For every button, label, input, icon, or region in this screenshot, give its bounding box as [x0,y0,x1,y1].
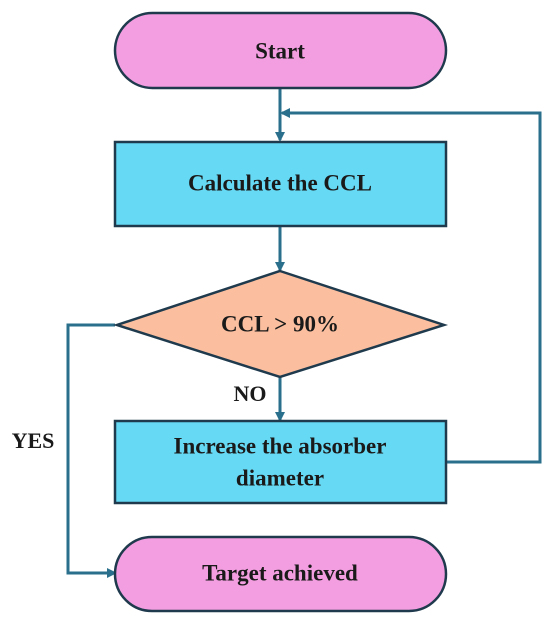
target-shape [113,535,448,613]
decision-label: CCL > 90% [221,311,339,336]
decision-node: CCL > 90% [112,269,449,379]
increase-shape [113,419,448,505]
increase-label-line1: Increase the absorber [174,433,387,458]
start-label: Start [255,38,305,63]
calculate-shape [113,140,448,228]
increase-label-line2: diameter [236,465,324,490]
increase-node: Increase the absorber diameter [113,419,448,505]
calculate-node: Calculate the CCL [113,140,448,228]
start-node: Start [113,11,448,90]
decision-shape [112,269,449,379]
calculate-label: Calculate the CCL [188,170,372,195]
edge-increase-loop-back [280,108,542,464]
no-label: NO [234,381,267,406]
target-node: Target achieved [113,535,448,613]
target-label: Target achieved [202,560,358,585]
start-shape [113,11,448,90]
yes-label: YES [12,428,55,453]
edge-decision-yes-to-target [66,323,117,578]
